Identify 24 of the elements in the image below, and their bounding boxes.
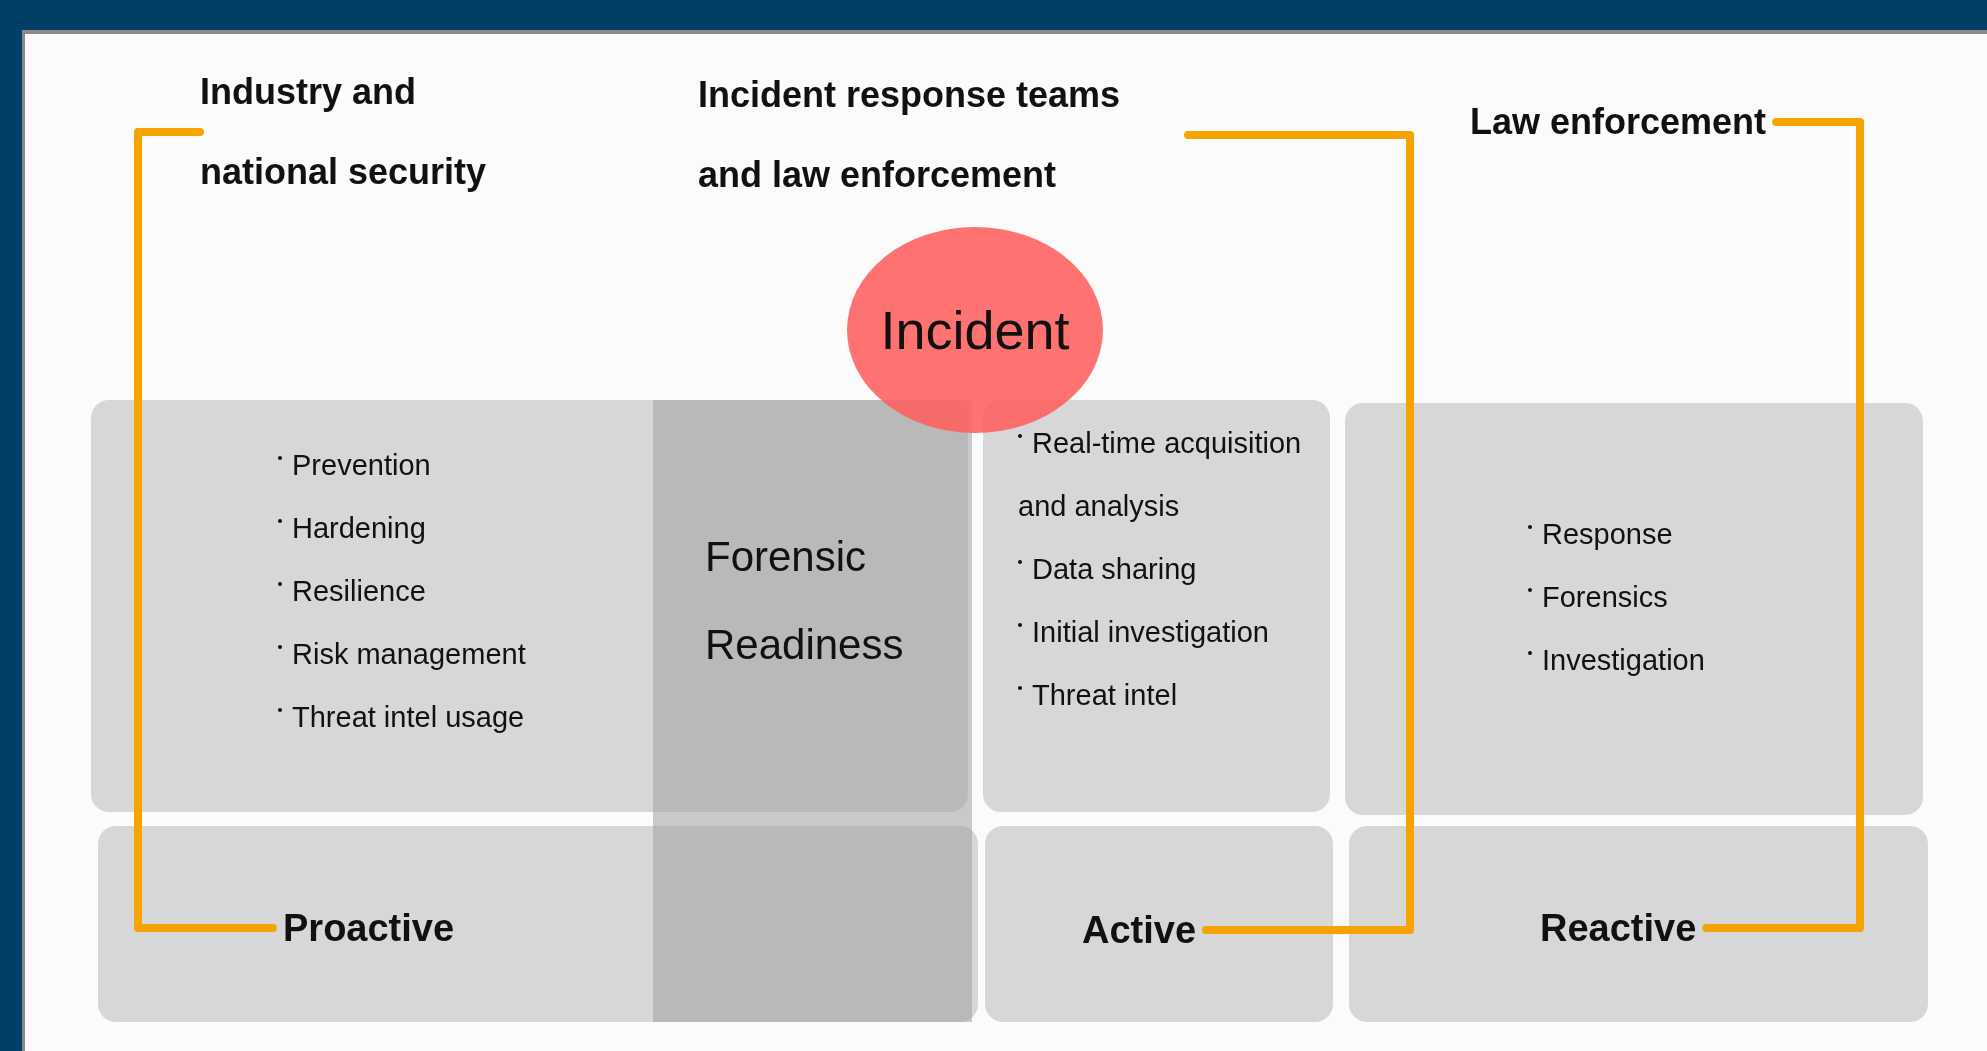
bullet-item: Hardening <box>278 497 526 560</box>
connector-line <box>134 128 277 932</box>
connector-line <box>1702 118 1864 932</box>
phase-label: Active <box>1072 907 1207 953</box>
bullet-item: Initial investigation <box>1018 601 1318 664</box>
phase-label: Proactive <box>273 905 465 951</box>
group-heading: Law enforcement <box>1470 82 1777 162</box>
group-heading: Incident response teams and law enforcement <box>698 55 1188 215</box>
bullet-item: Resilience <box>278 560 526 623</box>
bullet-item: Threat intel <box>1018 664 1318 727</box>
bullet-item: Response <box>1528 503 1705 566</box>
phase-label: Reactive <box>1530 905 1707 951</box>
bullet-item: Threat intel usage <box>278 686 526 749</box>
phase-title: Forensic Readiness <box>705 532 905 670</box>
group-heading: Industry and national security <box>200 52 530 212</box>
bullet-item: Forensics <box>1528 566 1705 629</box>
forensic-readiness-band <box>653 400 972 1022</box>
bullet-item: Data sharing <box>1018 538 1318 601</box>
bullet-item: Prevention <box>278 434 526 497</box>
bullet-item: Investigation <box>1528 629 1705 692</box>
bullet-item: Risk management <box>278 623 526 686</box>
connector-line <box>1184 131 1414 934</box>
event-label: Incident <box>879 299 1071 362</box>
bullet-item: Real-time acquisition and analysis <box>1018 412 1318 538</box>
